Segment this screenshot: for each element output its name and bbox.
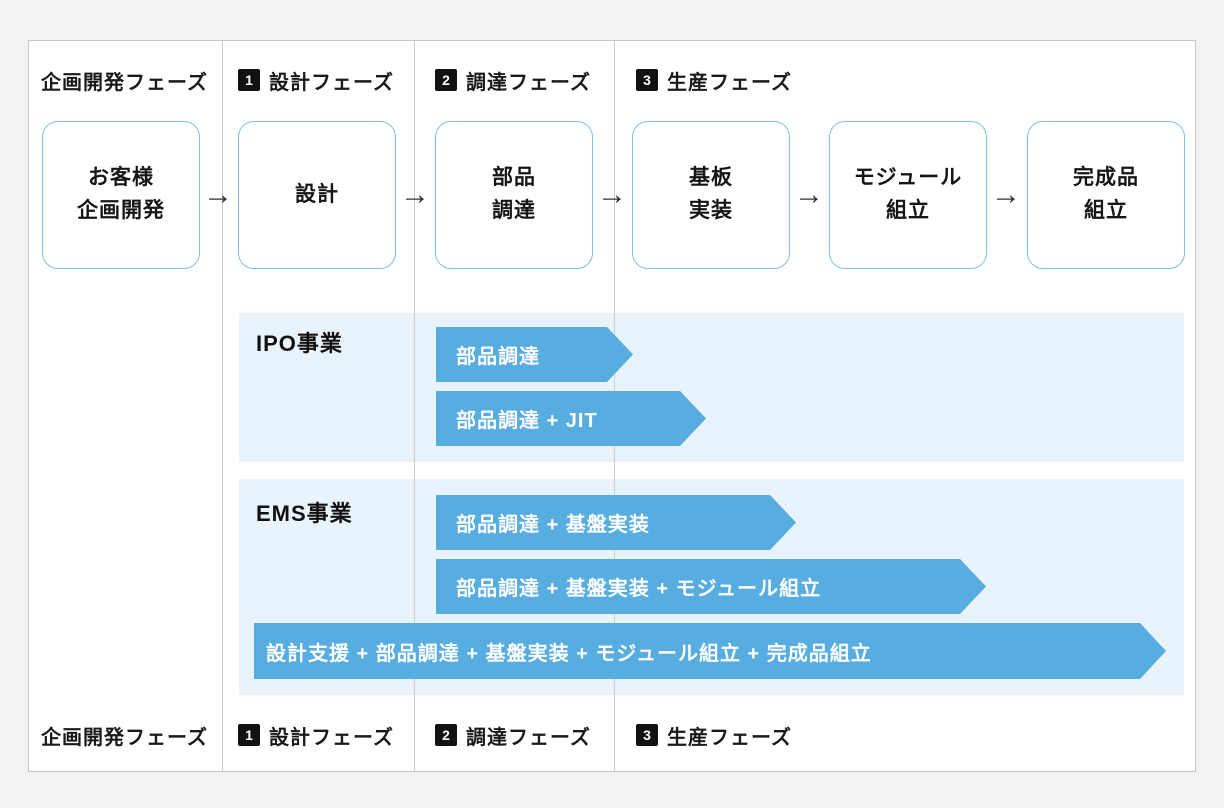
- process-box-line: 部品: [492, 166, 536, 190]
- right-arrow-icon: →: [597, 178, 627, 211]
- section-label-ipo: IPO事業: [256, 331, 343, 356]
- phase-footer-production: 3 生産フェーズ: [636, 723, 792, 749]
- section-label-ems: EMS事業: [256, 501, 353, 526]
- phase-number-badge: 3: [636, 724, 658, 746]
- right-arrow-icon: →: [400, 178, 430, 211]
- process-box-module-assembly: モジュール 組立: [829, 121, 987, 269]
- phase-number-badge: 2: [435, 724, 457, 746]
- process-box-line: 実装: [689, 199, 733, 222]
- phase-header-planning: 企画開発フェーズ: [41, 68, 208, 94]
- phase-footer-planning: 企画開発フェーズ: [41, 723, 208, 749]
- process-box-line: 企画開発: [77, 199, 165, 222]
- service-arrow-bar: 部品調達 + 基盤実装: [436, 495, 796, 550]
- phase-header-label: 生産フェーズ: [667, 71, 792, 94]
- process-box-line: モジュール: [853, 166, 963, 190]
- right-arrow-icon: →: [203, 178, 233, 211]
- process-box-finished-assembly: 完成品 組立: [1027, 121, 1185, 269]
- phase-header-label: 設計フェーズ: [269, 71, 394, 94]
- phase-number-badge: 1: [238, 724, 260, 746]
- phase-header-label: 調達フェーズ: [466, 71, 591, 94]
- right-arrow-icon: →: [794, 178, 824, 211]
- phase-header-label: 企画開発フェーズ: [41, 71, 208, 94]
- process-box-line: お客様: [88, 166, 154, 190]
- section-ipo-background: [239, 313, 1184, 462]
- process-box-customer-planning: お客様 企画開発: [42, 121, 200, 269]
- service-arrow-bar: 部品調達 + JIT: [436, 391, 706, 446]
- phase-number-badge: 1: [238, 69, 260, 91]
- phase-header-design: 1 設計フェーズ: [238, 68, 394, 94]
- process-box-line: 設計: [295, 182, 339, 206]
- column-divider-1: [222, 41, 223, 771]
- process-box-design: 設計: [238, 121, 396, 269]
- process-box-line: 完成品: [1073, 166, 1139, 190]
- phase-footer-design: 1 設計フェーズ: [238, 723, 394, 749]
- phase-number-badge: 2: [435, 69, 457, 91]
- diagram-card: 企画開発フェーズ 1 設計フェーズ 2 調達フェーズ 3 生産フェーズ お客様 …: [28, 40, 1196, 772]
- right-arrow-icon: →: [991, 178, 1021, 211]
- process-box-parts-procurement: 部品 調達: [435, 121, 593, 269]
- phase-footer-procurement: 2 調達フェーズ: [435, 723, 591, 749]
- phase-number-badge: 3: [636, 69, 658, 91]
- process-box-line: 基板: [689, 166, 733, 190]
- phase-footer-label: 生産フェーズ: [667, 726, 792, 749]
- process-box-line: 組立: [1084, 199, 1128, 222]
- process-box-line: 組立: [886, 199, 930, 222]
- phase-header-production: 3 生産フェーズ: [636, 68, 792, 94]
- phase-footer-label: 設計フェーズ: [269, 726, 394, 749]
- service-arrow-bar: 部品調達: [436, 327, 633, 382]
- service-arrow-bar: 部品調達 + 基盤実装 + モジュール組立: [436, 559, 986, 614]
- phase-footer-label: 調達フェーズ: [466, 726, 591, 749]
- process-box-board-mounting: 基板 実装: [632, 121, 790, 269]
- process-box-line: 調達: [492, 199, 536, 222]
- phase-header-procurement: 2 調達フェーズ: [435, 68, 591, 94]
- phase-footer-label: 企画開発フェーズ: [41, 726, 208, 749]
- column-divider-2: [414, 41, 415, 771]
- service-arrow-bar: 設計支援 + 部品調達 + 基盤実装 + モジュール組立 + 完成品組立: [254, 623, 1166, 679]
